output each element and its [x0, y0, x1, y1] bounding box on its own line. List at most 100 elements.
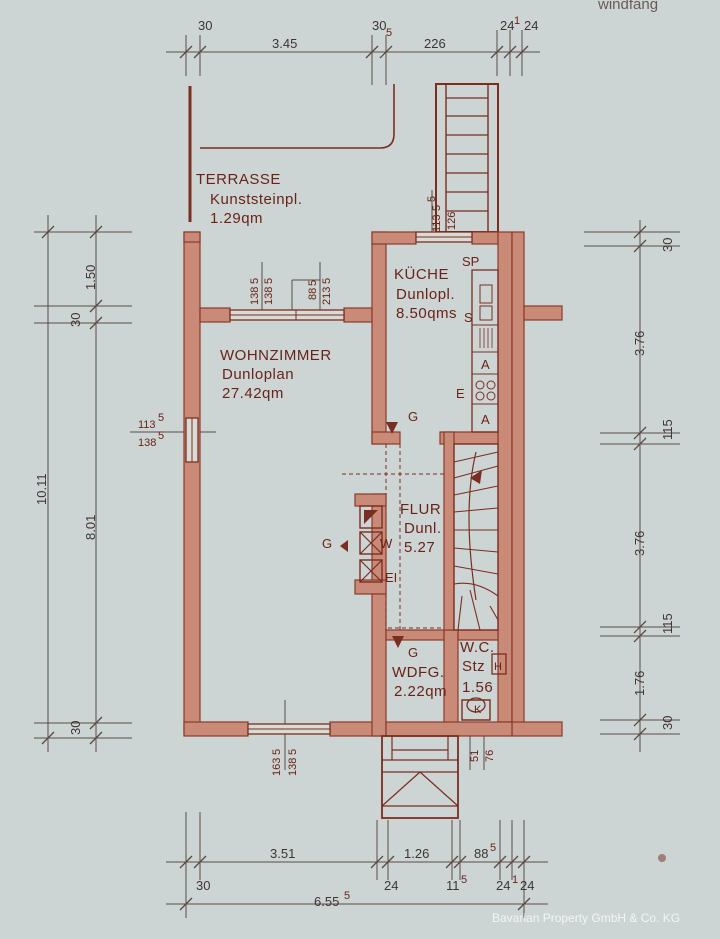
- windows: [185, 231, 473, 735]
- dim-bot-655-sup: 5: [344, 890, 350, 902]
- dim-bot-11: 11: [446, 878, 460, 893]
- dim-liv-138a: 138: [249, 287, 261, 305]
- dim-right-115a: 115: [660, 419, 675, 440]
- interior-staircase: [453, 443, 499, 631]
- dim-right-376b: 3.76: [632, 531, 647, 556]
- dim-liv-138a-sup: 5: [249, 278, 261, 284]
- dim-bot-24b: 24: [496, 878, 510, 893]
- watermark-text: Bavarian Property GmbH & Co. KG: [492, 911, 680, 925]
- terrasse-name: TERRASSE: [196, 171, 281, 188]
- wohnzimmer-area: 27.42qm: [222, 385, 284, 402]
- dim-bot-138-sup: 5: [287, 749, 299, 755]
- symbol-labels: SP S A A E G G G W EI H K: [322, 254, 502, 716]
- dim-top-5: 5: [386, 27, 392, 39]
- wc-area: 1.56: [462, 679, 493, 696]
- dim-bot-30: 30: [196, 878, 210, 893]
- dim-right-115b: 115: [660, 613, 675, 634]
- dim-top-1: 1: [514, 15, 520, 27]
- room-labels: TERRASSE Kunststeinpl. 1.29qm KÜCHE Dunl…: [196, 171, 495, 700]
- dim-left-801: 8.01: [83, 515, 98, 540]
- terrasse-area: 1.29qm: [210, 210, 263, 227]
- kueche-name: KÜCHE: [394, 265, 449, 283]
- h-label: H: [494, 661, 502, 673]
- dim-liv-88: 88: [307, 288, 319, 300]
- ei-label: EI: [385, 570, 397, 585]
- dim-side-113: 113: [138, 419, 156, 431]
- terrace: [188, 84, 395, 222]
- dim-win-5: 5: [426, 196, 438, 202]
- entrance-stairs-top: [435, 83, 499, 233]
- sp-label: SP: [462, 254, 479, 269]
- dim-top-30b: 30: [372, 18, 386, 33]
- wc-name: W.C.: [460, 639, 495, 656]
- dim-liv-213: 213: [321, 287, 333, 305]
- dim-left-1011: 10.11: [34, 473, 49, 505]
- dim-bot-11-sup: 5: [461, 874, 467, 886]
- cabinet-a2-label: A: [481, 412, 490, 427]
- dim-right-176: 1.76: [632, 671, 647, 696]
- dim-bot-163: 163: [271, 758, 283, 776]
- dim-top-30a: 30: [198, 18, 212, 33]
- dim-liv-88-sup: 5: [307, 280, 319, 286]
- dim-bot-24c: 24: [520, 878, 534, 893]
- flur-name: FLUR: [400, 501, 441, 518]
- dim-top-345: 3.45: [272, 36, 297, 51]
- terrasse-floor: Kunststeinpl.: [210, 191, 302, 208]
- wc-floor: Stz: [462, 658, 485, 675]
- dim-bot-655: 6.55: [314, 894, 339, 909]
- flur-area: 5.27: [404, 539, 435, 556]
- wc-fixtures: [461, 653, 507, 721]
- kitchen-door-g-label: G: [408, 409, 418, 424]
- dim-bot-138: 138: [287, 758, 299, 776]
- wdfg-g-label: G: [408, 645, 418, 660]
- wdfg-area: 2.22qm: [394, 683, 447, 700]
- flur-floor: Dunl.: [404, 520, 442, 537]
- dim-win-126: 126: [446, 212, 458, 230]
- dim-left-30bot: 30: [68, 721, 83, 735]
- dim-liv-138b: 138: [263, 287, 275, 305]
- dimension-labels: 30 3.45 30 5 226 24 1 24 113 5 126 5 138…: [34, 15, 675, 909]
- dim-bot-51: 51: [469, 750, 481, 762]
- dim-top-24a: 24: [500, 18, 514, 33]
- dim-win-113: 113: [431, 214, 443, 232]
- dim-side-138: 138: [138, 437, 156, 449]
- dim-top-24b: 24: [524, 18, 538, 33]
- dim-bot-351: 3.51: [270, 846, 295, 861]
- dim-top-226: 226: [424, 36, 446, 51]
- dim-right-30bot: 30: [660, 716, 675, 730]
- dim-left-150: 1.50: [83, 265, 98, 290]
- dim-liv-213-sup: 5: [321, 278, 333, 284]
- dim-side-138-sup: 5: [158, 430, 164, 442]
- stove-e-label: E: [456, 386, 465, 401]
- dim-bot-1: 1: [512, 874, 518, 886]
- k-label: K: [474, 704, 482, 716]
- utility-boxes: [340, 505, 383, 583]
- dim-right-30top: 30: [660, 238, 675, 252]
- flur-g-label: G: [322, 536, 332, 551]
- sink-label: S: [464, 310, 473, 325]
- dim-bot-88: 88: [474, 846, 488, 861]
- kitchen-fixtures: [471, 269, 499, 433]
- door-swings: [342, 422, 446, 648]
- dim-bot-24a: 24: [384, 878, 398, 893]
- stain-mark: [658, 854, 666, 862]
- dim-right-376a: 3.76: [632, 331, 647, 356]
- dim-liv-138b-sup: 5: [263, 278, 275, 284]
- kueche-area: 8.50qms: [396, 305, 457, 322]
- cabinet-a1-label: A: [481, 357, 490, 372]
- dim-bot-88-sup: 5: [490, 842, 496, 854]
- dim-bot-163-sup: 5: [271, 749, 283, 755]
- dim-bot-126: 1.26: [404, 846, 429, 861]
- dim-bot-76: 76: [484, 750, 496, 762]
- dim-left-30top: 30: [68, 313, 83, 327]
- wohnzimmer-name: WOHNZIMMER: [220, 347, 332, 364]
- wdfg-name: WDFG.: [392, 664, 445, 681]
- dim-win-113-sup: 5: [431, 205, 443, 211]
- w-label: W: [380, 536, 393, 551]
- wohnzimmer-floor: Dunloplan: [222, 366, 294, 383]
- corner-label: windfang: [597, 0, 658, 13]
- kueche-floor: Dunlopl.: [396, 286, 455, 303]
